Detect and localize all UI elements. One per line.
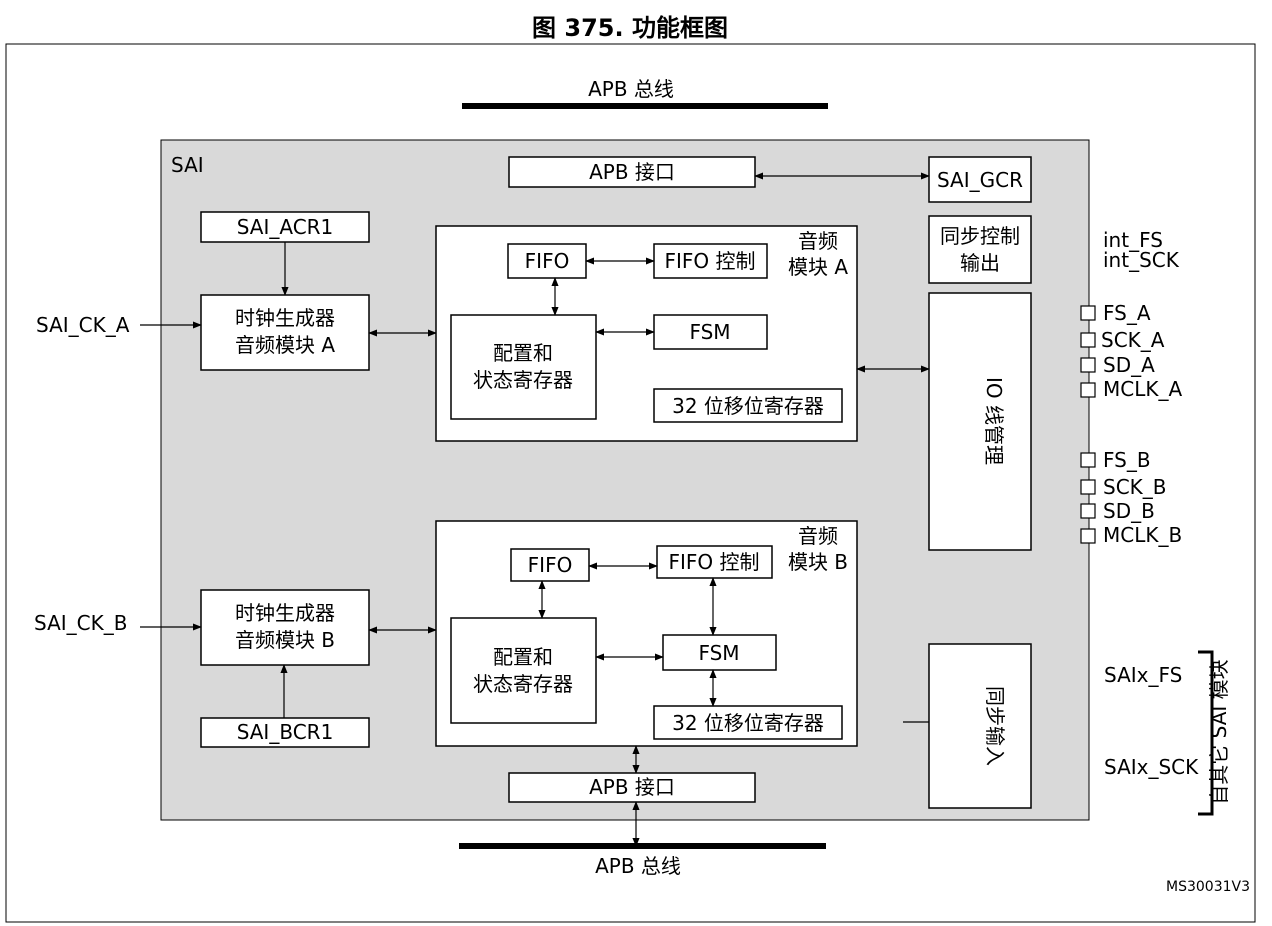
pin-sd-b [1080, 503, 1096, 519]
sync-in-label: 同步输入 [983, 686, 1007, 766]
apb-interface-bottom [508, 772, 756, 803]
io-mgmt-box [928, 292, 1032, 551]
int-sck-label: int_SCK [1103, 248, 1180, 272]
block-a-label-1: 音频 [798, 229, 838, 253]
other-sai-bracket [1198, 650, 1214, 816]
clock-gen-b-label-2: 音频模块 B [235, 628, 335, 652]
outer-frame [5, 43, 1256, 923]
pin-fs-b-label: FS_B [1103, 448, 1151, 472]
block-a-fifo-label: FIFO [525, 249, 570, 273]
sai-gcr-box [928, 156, 1032, 203]
block-a-shift [653, 388, 843, 423]
block-b-config [450, 617, 597, 724]
pin-sd-b-label: SD_B [1103, 499, 1155, 523]
sai-bcr1-label: SAI_BCR1 [237, 720, 334, 744]
block-a-config [450, 314, 597, 420]
saix-fs-label: SAIx_FS [1104, 663, 1182, 687]
apb-interface-top-label: APB 接口 [589, 160, 675, 184]
sync-out-label-1: 同步控制 [940, 224, 1020, 248]
sync-out-box [928, 215, 1032, 284]
pin-mclk-b-label: MCLK_B [1103, 523, 1182, 547]
pin-sck-a-label: SCK_A [1101, 328, 1165, 352]
pin-mclk-a-label: MCLK_A [1103, 377, 1182, 401]
io-mgmt-label: IO 线管理 [982, 377, 1006, 465]
pin-sck-b-label: SCK_B [1103, 475, 1167, 499]
pin-fs-a [1080, 305, 1096, 321]
sai-acr1-label: SAI_ACR1 [237, 215, 334, 239]
block-a-config-label-1: 配置和 [493, 341, 553, 365]
block-a-config-label-2: 状态寄存器 [473, 368, 573, 392]
block-a-fsm [653, 314, 768, 350]
block-a-shift-label: 32 位移位寄存器 [672, 394, 824, 418]
figure-title: 图 375. 功能框图 [532, 14, 728, 42]
clock-gen-b-box [200, 589, 370, 666]
clock-gen-a-label-1: 时钟生成器 [235, 306, 335, 330]
figure-id: MS30031V3 [1166, 879, 1250, 895]
pin-fs-b [1080, 452, 1096, 468]
clock-gen-a-label-2: 音频模块 A [235, 333, 335, 357]
block-b-config-label-2: 状态寄存器 [473, 672, 573, 696]
pin-sck-b [1080, 479, 1096, 495]
pins-b: FS_B SCK_B SD_B MCLK_B [1080, 448, 1182, 547]
pins-a: FS_A SCK_A SD_A MCLK_A [1080, 301, 1182, 401]
saix-sck-label: SAIx_SCK [1104, 755, 1199, 779]
clock-gen-b-label-1: 时钟生成器 [235, 601, 335, 625]
sai-ck-b-label: SAI_CK_B [34, 611, 127, 635]
pin-mclk-a [1080, 382, 1096, 398]
block-b-shift-label: 32 位移位寄存器 [672, 711, 824, 735]
block-b-fsm-label: FSM [698, 641, 739, 665]
apb-interface-top [508, 156, 756, 188]
apb-bus-bottom-label: APB 总线 [595, 854, 681, 878]
block-b-fsm [662, 634, 777, 671]
apb-bus-top-label: APB 总线 [588, 77, 674, 101]
block-b-config-label-1: 配置和 [493, 645, 553, 669]
block-b-fifo [510, 548, 590, 582]
pin-sck-a [1080, 332, 1096, 348]
apb-interface-bottom-label: APB 接口 [589, 775, 675, 799]
sync-in-box [928, 643, 1032, 809]
sync-out-label-2: 输出 [960, 251, 1000, 275]
block-a-fifo-ctrl-label: FIFO 控制 [664, 249, 755, 273]
block-a-fsm-label: FSM [689, 320, 730, 344]
pin-mclk-b [1080, 528, 1096, 544]
sai-bcr1-box [200, 717, 370, 748]
block-b-label-1: 音频 [798, 524, 838, 548]
int-fs-label: int_FS [1103, 228, 1163, 252]
block-a-fifo [507, 243, 587, 279]
block-b-fifo-label: FIFO [528, 553, 573, 577]
sai-ck-a-label: SAI_CK_A [36, 313, 130, 337]
other-sai-label: 自其它 SAI 模块 [1207, 659, 1231, 804]
pin-fs-a-label: FS_A [1103, 301, 1151, 325]
block-a-label-2: 模块 A [788, 255, 848, 279]
sai-label: SAI [171, 153, 204, 177]
block-b-fifo-ctrl-label: FIFO 控制 [668, 550, 759, 574]
block-b-label-2: 模块 B [788, 550, 848, 574]
sai-gcr-label: SAI_GCR [937, 168, 1023, 192]
pin-sd-a [1080, 357, 1096, 373]
pin-sd-a-label: SD_A [1103, 353, 1155, 377]
sai-acr1-box [200, 211, 370, 243]
block-b-shift [653, 705, 843, 740]
